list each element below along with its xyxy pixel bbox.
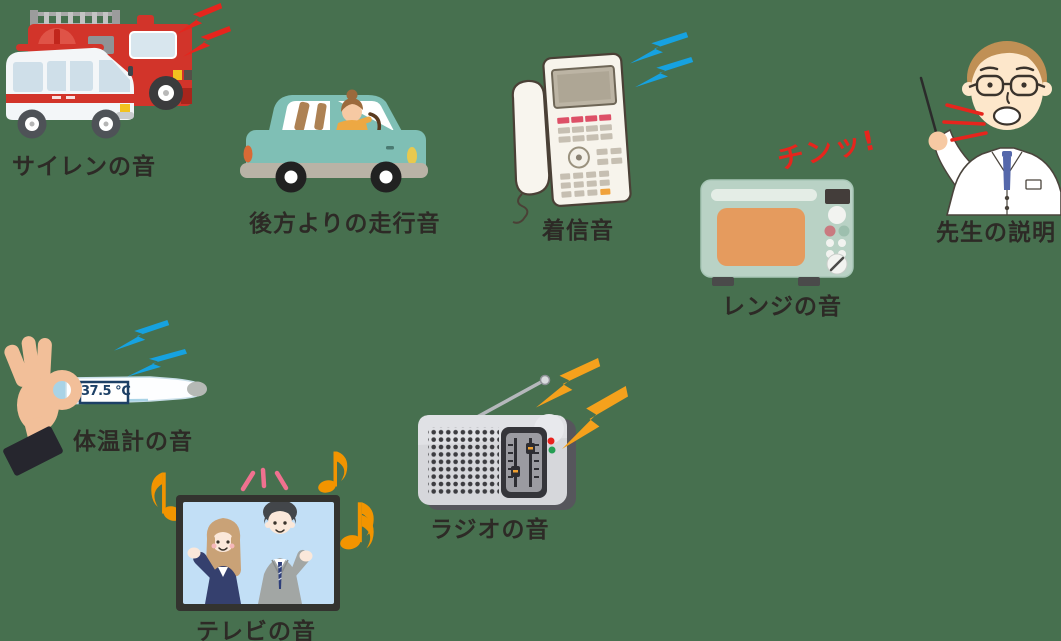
label-microwave: レンジの音	[722, 294, 842, 320]
sparkle-accent-icon	[240, 467, 289, 492]
label-teacher: 先生の説明	[936, 220, 1056, 246]
label-thermometer: 体温計の音	[73, 429, 193, 455]
tv-woman-presenter	[187, 518, 241, 604]
hand-with-thermometer-illustration	[3, 336, 207, 476]
ok-gesture-fingers	[42, 370, 82, 410]
glasses-icon	[968, 74, 1046, 97]
microwave-illustration	[700, 179, 854, 286]
radio-green-led	[548, 446, 556, 454]
car-illustration	[240, 89, 428, 193]
radio-sound-bolts-icon	[536, 358, 628, 449]
teacher-illustration	[919, 41, 1061, 216]
telephone-body	[542, 52, 632, 207]
tuner-panel	[501, 427, 547, 498]
radio-illustration	[418, 374, 576, 510]
ringtone-bolts-icon	[630, 32, 694, 88]
siren-sound-bolts-icon	[176, 3, 231, 57]
label-tv: テレビの音	[196, 619, 316, 641]
telephone-illustration	[511, 52, 632, 224]
speaker-grille	[428, 427, 499, 494]
telephone-handset	[511, 79, 551, 224]
label-phone: 着信音	[542, 218, 614, 244]
thermometer-bolts-icon	[114, 320, 187, 377]
ambulance-illustration	[6, 44, 134, 139]
tv-illustration	[176, 495, 340, 611]
radio-red-led	[547, 437, 555, 445]
tv-man-presenter	[258, 502, 313, 604]
label-siren: サイレンの音	[12, 154, 156, 180]
thermometer-reading: 37.5 ℃	[81, 384, 131, 399]
label-radio: ラジオの音	[430, 517, 550, 543]
label-car: 後方よりの走行音	[249, 211, 441, 237]
speech-emphasis-lines-icon	[942, 103, 988, 142]
